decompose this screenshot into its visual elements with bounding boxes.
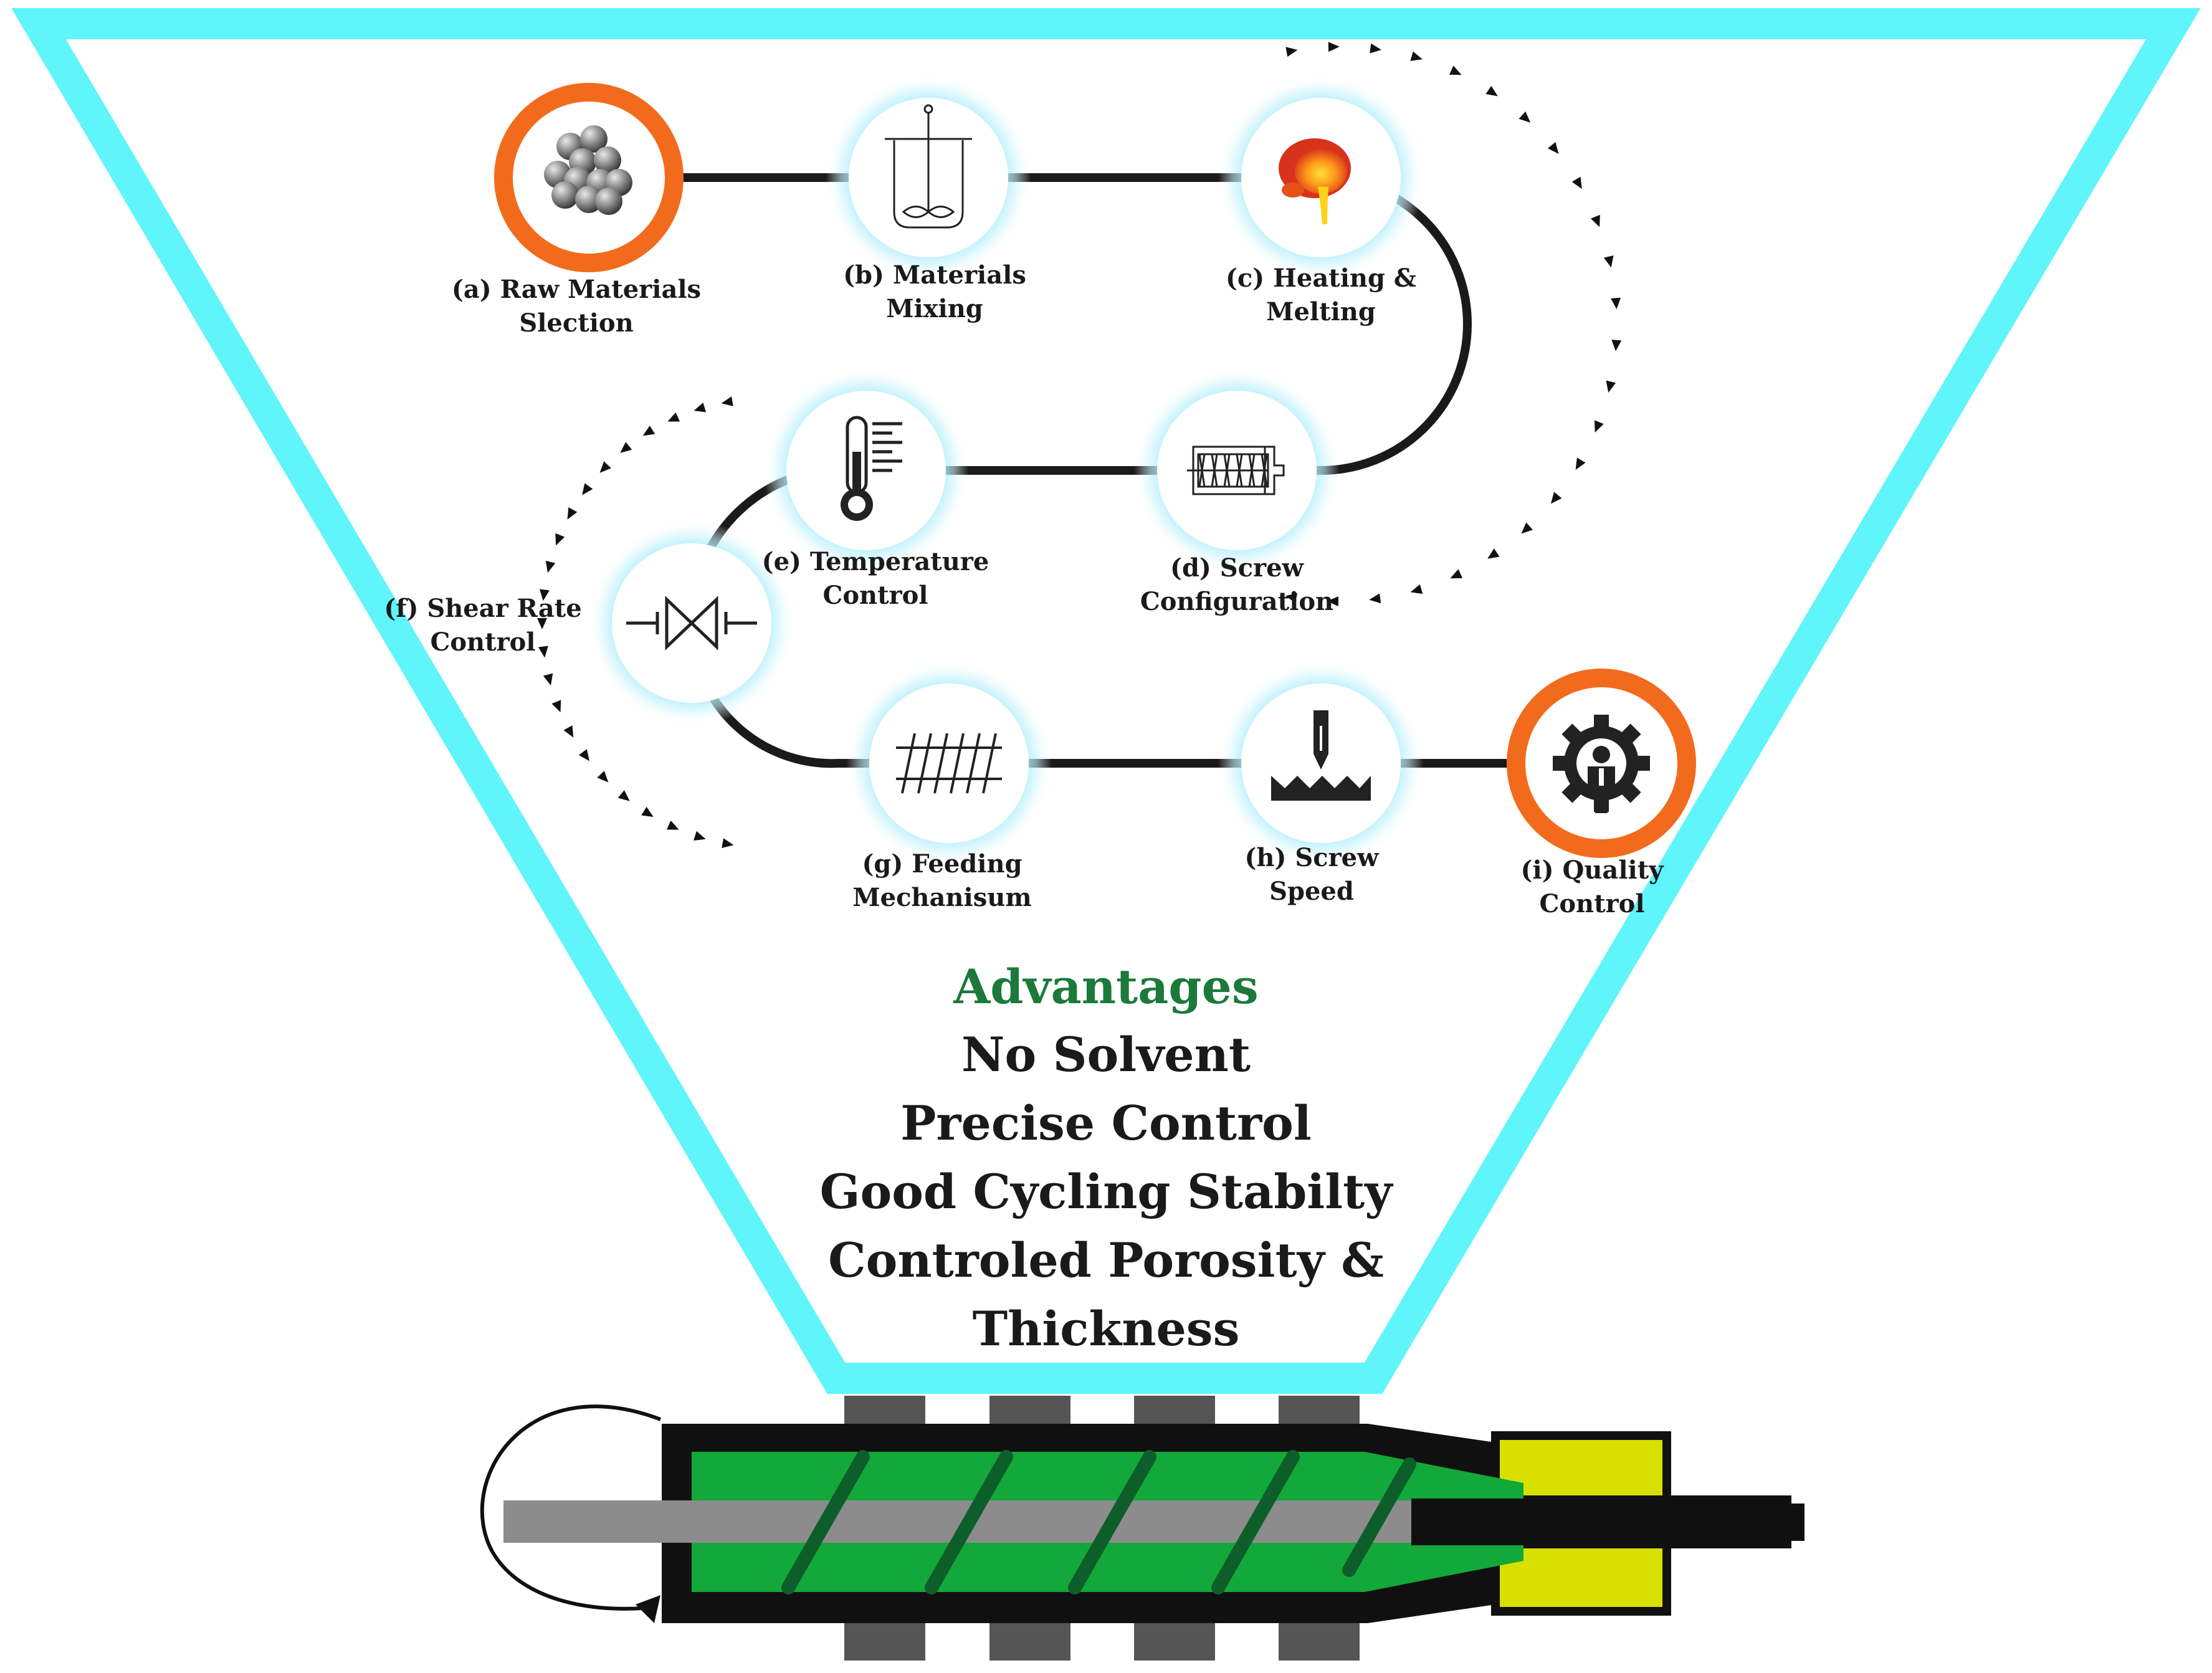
rotation-arrowhead	[1594, 420, 1604, 433]
rotation-arrowhead	[599, 461, 611, 473]
advantage-item: Good Cycling Stabilty	[819, 1164, 1393, 1219]
rotation-arrowhead	[1487, 548, 1500, 559]
mixer-icon	[885, 104, 972, 229]
rotation-arrowhead	[620, 442, 632, 453]
step-node-e	[763, 368, 969, 573]
rotation-arrowhead	[722, 838, 734, 848]
rotation-arrowhead	[694, 403, 707, 412]
rotation-arrowhead	[578, 749, 590, 761]
step-node-f	[589, 520, 794, 726]
rotation-arrowhead	[1285, 593, 1297, 603]
rotation-arrowhead	[1611, 297, 1621, 310]
rotation-arrowhead	[1410, 51, 1423, 61]
die-outlet	[1489, 1495, 1791, 1548]
rotation-indicator	[480, 1404, 662, 1611]
step-node-b	[826, 75, 1031, 280]
spheres-icon	[544, 125, 632, 215]
step-node-a	[494, 83, 684, 272]
rotation-arrowhead	[545, 560, 556, 573]
advantage-item: Controled Porosity &	[828, 1232, 1384, 1288]
thermometer-icon	[841, 416, 902, 521]
rotation-arrowhead	[1575, 457, 1586, 470]
rotation-arrowhead	[1571, 176, 1582, 189]
heater-bands-bottom	[844, 1622, 1360, 1661]
step-node-c	[1218, 75, 1424, 280]
advantages-title: Advantages	[953, 959, 1259, 1014]
step-node-i	[1507, 669, 1696, 858]
rotation-arrowhead	[1410, 584, 1423, 594]
rotation-arrowhead	[667, 412, 680, 422]
rotation-arrowhead	[1591, 214, 1600, 227]
rotation-arrowhead	[1485, 85, 1498, 97]
rotation-arrowhead	[636, 1595, 660, 1623]
rotation-arrowhead	[1285, 47, 1298, 57]
melting-icon	[1279, 138, 1351, 224]
rotation-arrows-right	[1285, 42, 1622, 607]
step-node-g	[846, 660, 1052, 866]
rotation-arrowhead	[694, 831, 706, 841]
advantage-item: Precise Control	[900, 1095, 1312, 1151]
rotation-arrowhead	[1370, 43, 1382, 54]
rotation-arrowhead	[1611, 340, 1622, 351]
rotation-arrowhead	[721, 396, 733, 406]
rotation-arrowhead	[1369, 593, 1381, 604]
advantage-item: Thickness	[972, 1301, 1240, 1356]
rotation-arrowhead	[1521, 522, 1533, 534]
feeder-icon	[896, 733, 1002, 794]
rotation-arrowhead	[551, 700, 561, 713]
step-node-d	[1134, 368, 1340, 573]
rotation-arrowhead	[617, 790, 630, 801]
rotation-arrowhead	[582, 483, 593, 495]
rotation-arrowhead	[538, 646, 548, 658]
rotation-arrowhead	[1518, 111, 1531, 123]
rotation-arrowhead	[597, 771, 609, 783]
rotation-arrowhead	[1449, 65, 1462, 75]
rotation-arrowhead	[642, 426, 655, 436]
rotation-arrowhead	[567, 507, 578, 520]
rotation-arrowhead	[555, 533, 565, 546]
funnel-outline	[11, 7, 2201, 1394]
step-node-h	[1218, 660, 1424, 866]
shaft-tip	[1411, 1499, 1523, 1545]
rotation-arrows-left	[537, 396, 734, 848]
gear-person-icon	[1553, 715, 1650, 813]
advantage-item: No Solvent	[961, 1027, 1251, 1082]
rotation-arrowhead	[641, 806, 654, 817]
valve-icon	[626, 596, 757, 651]
rotation-arrowhead	[1547, 141, 1559, 154]
rotation-arrowhead	[1450, 569, 1463, 579]
rotation-arrowhead	[539, 589, 550, 601]
rotation-arrowhead	[563, 725, 574, 738]
rotation-arrowhead	[1327, 596, 1339, 607]
extruder	[480, 1396, 1804, 1661]
screw-icon	[1187, 446, 1285, 495]
rotation-arrowhead	[537, 618, 547, 629]
rotation-arrowhead	[1550, 492, 1562, 504]
step-label-c: (c) Heating &Melting	[1225, 264, 1417, 326]
cutting-icon	[1271, 710, 1371, 801]
advantages-block: Advantages No Solvent Precise Control Go…	[820, 953, 1393, 1363]
rotation-arrowhead	[1328, 42, 1340, 52]
die-nozzle	[1782, 1504, 1804, 1541]
rotation-arrowhead	[666, 820, 679, 830]
rotation-arrowhead	[1603, 255, 1614, 268]
rotation-arrowhead	[1606, 380, 1616, 393]
rotation-arrowhead	[543, 673, 553, 686]
screw-flights	[781, 1450, 1416, 1594]
